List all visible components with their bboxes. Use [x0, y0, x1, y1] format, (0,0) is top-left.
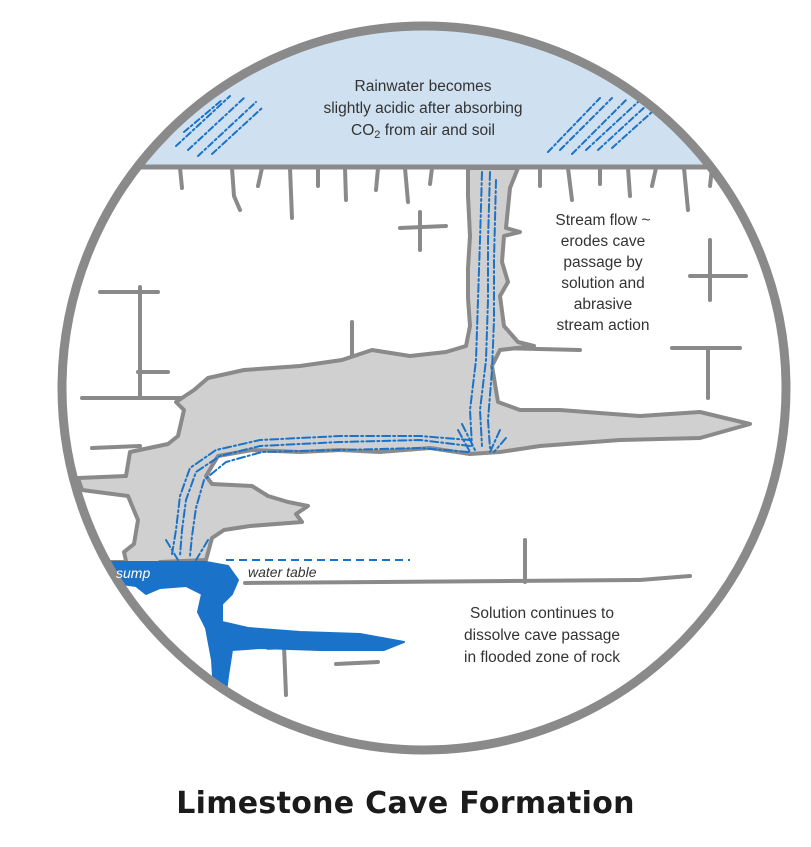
- svg-text:stream action: stream action: [556, 317, 649, 334]
- rainwater-label-line1: Rainwater becomes: [355, 78, 492, 95]
- svg-text:abrasive: abrasive: [574, 296, 633, 313]
- svg-text:dissolve cave passage: dissolve cave passage: [464, 627, 620, 644]
- rainwater-label-line2: slightly acidic after absorbing: [323, 100, 522, 117]
- stream-flow-label: Stream flow ~ erodes cave passage by sol…: [555, 212, 650, 334]
- rain-streaks: [175, 95, 653, 157]
- svg-text:solution and: solution and: [561, 275, 645, 292]
- diagram-border: [57, 21, 791, 755]
- sump-label: sump: [116, 565, 150, 581]
- svg-text:in flooded zone of rock: in flooded zone of rock: [464, 649, 620, 666]
- rainwater-label-line3: CO2 from air and soil: [351, 122, 495, 141]
- cave-passages: [76, 166, 752, 576]
- page-title: Limestone Cave Formation: [176, 786, 635, 821]
- svg-text:erodes cave: erodes cave: [561, 233, 645, 250]
- svg-text:Stream flow ~: Stream flow ~: [555, 212, 650, 229]
- svg-text:Solution continues to: Solution continues to: [470, 605, 614, 622]
- stream-flow: [165, 171, 507, 561]
- water-table-label: water table: [248, 564, 317, 580]
- svg-text:passage by: passage by: [563, 254, 643, 271]
- flooded-passage: [107, 561, 405, 693]
- solution-label: Solution continues to dissolve cave pass…: [464, 605, 620, 666]
